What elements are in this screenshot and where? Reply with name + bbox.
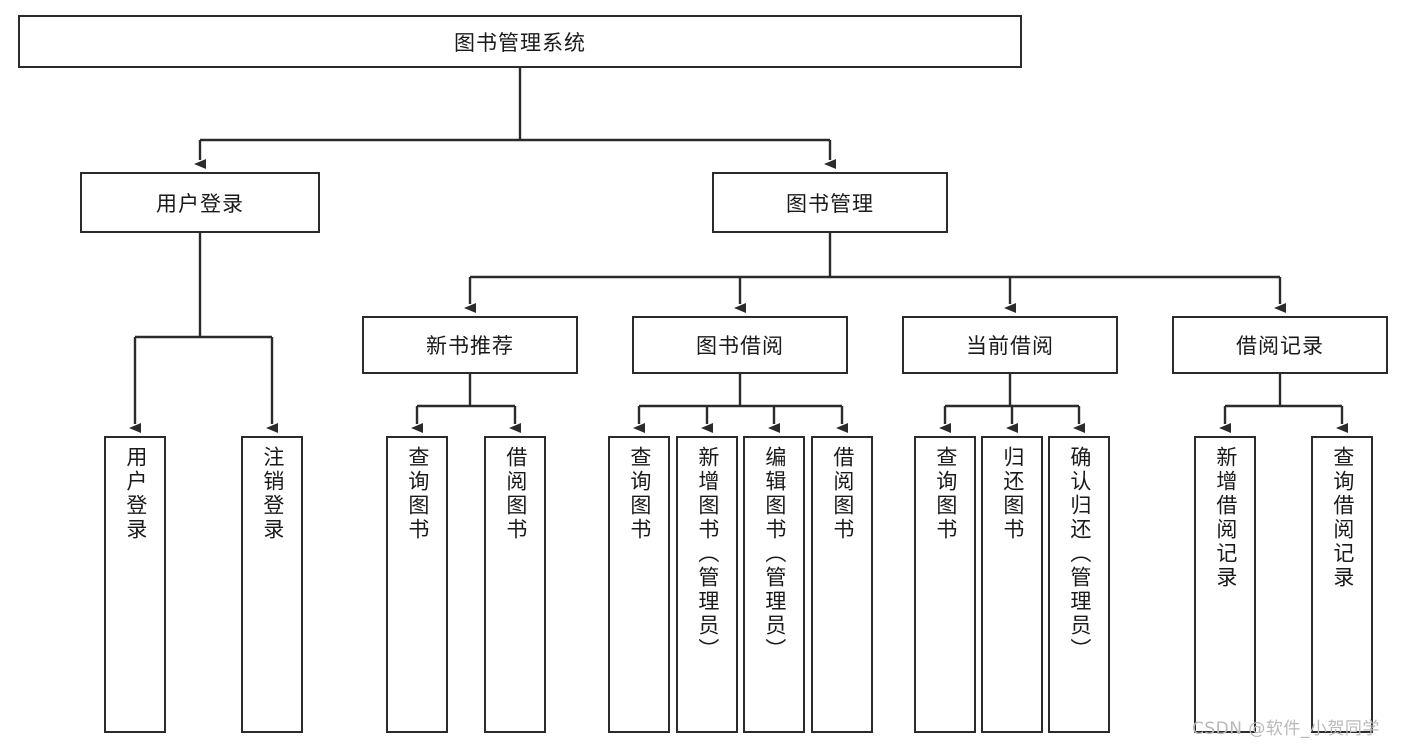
- node-root-label: 图书管理系统: [454, 30, 586, 55]
- node-label: 图书管理: [786, 191, 874, 216]
- node-label: 当前借阅: [966, 334, 1054, 358]
- node-new-book-recommend[interactable]: 新书推荐: [362, 316, 578, 374]
- leaf-label: 查询借阅记录: [1330, 446, 1355, 590]
- leaf-label: 确认归还（管理员）: [1067, 446, 1092, 662]
- node-current-borrow[interactable]: 当前借阅: [902, 316, 1118, 374]
- node-label: 新书推荐: [426, 334, 514, 358]
- leaf-query-book-borrow[interactable]: 查询图书: [608, 436, 670, 733]
- node-label: 图书借阅: [696, 334, 784, 358]
- leaf-confirm-return-admin[interactable]: 确认归还（管理员）: [1048, 436, 1110, 733]
- leaf-label: 查询图书: [933, 446, 958, 542]
- leaf-label: 借阅图书: [830, 446, 855, 542]
- leaf-borrow-book-recommend[interactable]: 借阅图书: [484, 436, 546, 733]
- leaf-query-book-recommend[interactable]: 查询图书: [386, 436, 448, 733]
- node-book-management[interactable]: 图书管理: [712, 172, 948, 233]
- leaf-borrow-book[interactable]: 借阅图书: [811, 436, 873, 733]
- leaf-query-book-current[interactable]: 查询图书: [914, 436, 976, 733]
- leaf-label: 归还图书: [1000, 446, 1025, 542]
- leaf-label: 用户登录: [123, 446, 148, 542]
- leaf-return-book[interactable]: 归还图书: [981, 436, 1043, 733]
- node-borrow-record[interactable]: 借阅记录: [1172, 316, 1388, 374]
- leaf-label: 查询图书: [405, 446, 430, 542]
- leaf-label: 新增借阅记录: [1213, 446, 1238, 590]
- node-label: 借阅记录: [1236, 334, 1324, 358]
- node-root-system[interactable]: 图书管理系统: [18, 15, 1022, 68]
- leaf-label: 编辑图书（管理员）: [762, 446, 787, 662]
- leaf-edit-book-admin[interactable]: 编辑图书（管理员）: [743, 436, 805, 733]
- leaf-add-book-admin[interactable]: 新增图书（管理员）: [676, 436, 738, 733]
- node-book-borrow[interactable]: 图书借阅: [632, 316, 848, 374]
- leaf-user-login[interactable]: 用户登录: [104, 436, 166, 733]
- leaf-query-borrow-record[interactable]: 查询借阅记录: [1311, 436, 1373, 733]
- csdn-watermark: CSDN @软件_小贺同学: [1192, 719, 1380, 739]
- leaf-label: 新增图书（管理员）: [695, 446, 720, 662]
- node-user-login[interactable]: 用户登录: [80, 172, 320, 233]
- leaf-label: 注销登录: [260, 446, 285, 542]
- leaf-logout[interactable]: 注销登录: [241, 436, 303, 733]
- leaf-label: 查询图书: [627, 446, 652, 542]
- node-label: 用户登录: [156, 191, 244, 216]
- leaf-label: 借阅图书: [503, 446, 528, 542]
- leaf-add-borrow-record[interactable]: 新增借阅记录: [1194, 436, 1256, 733]
